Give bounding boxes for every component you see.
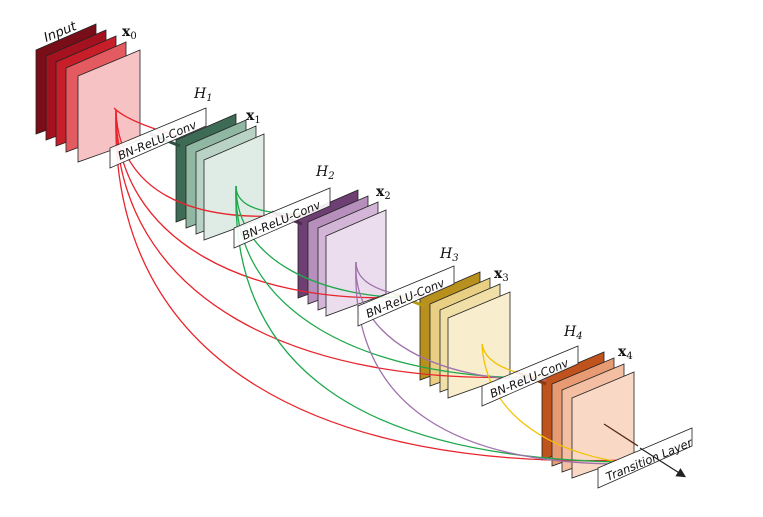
transition-output-arrow: [639, 447, 687, 478]
arrow-x0-to-h4: [115, 109, 545, 379]
arrow-x0-to-h2: [115, 109, 303, 217]
x3-label: x3: [494, 266, 509, 284]
h4-label: H4: [563, 324, 583, 342]
x0-label: x0: [122, 24, 137, 42]
input-feature-stack: [35, 23, 141, 163]
h3-feature-stack: [419, 271, 511, 399]
arrow-x0-to-transition: [115, 109, 629, 462]
arrow-x3-to-transition: [481, 343, 635, 465]
x4-label: x4: [618, 344, 633, 362]
arrow-x4-to-transition: [603, 423, 639, 447]
h1-label: H1: [193, 86, 213, 104]
h2-label: H2: [315, 164, 335, 182]
h3-label: H3: [439, 246, 459, 264]
h4-feature-stack: [541, 351, 635, 479]
x1-label: x1: [246, 108, 261, 126]
x2-label: x2: [376, 184, 391, 202]
h1-feature-stack: [175, 113, 265, 241]
arrow-x1-to-transition: [235, 185, 631, 463]
